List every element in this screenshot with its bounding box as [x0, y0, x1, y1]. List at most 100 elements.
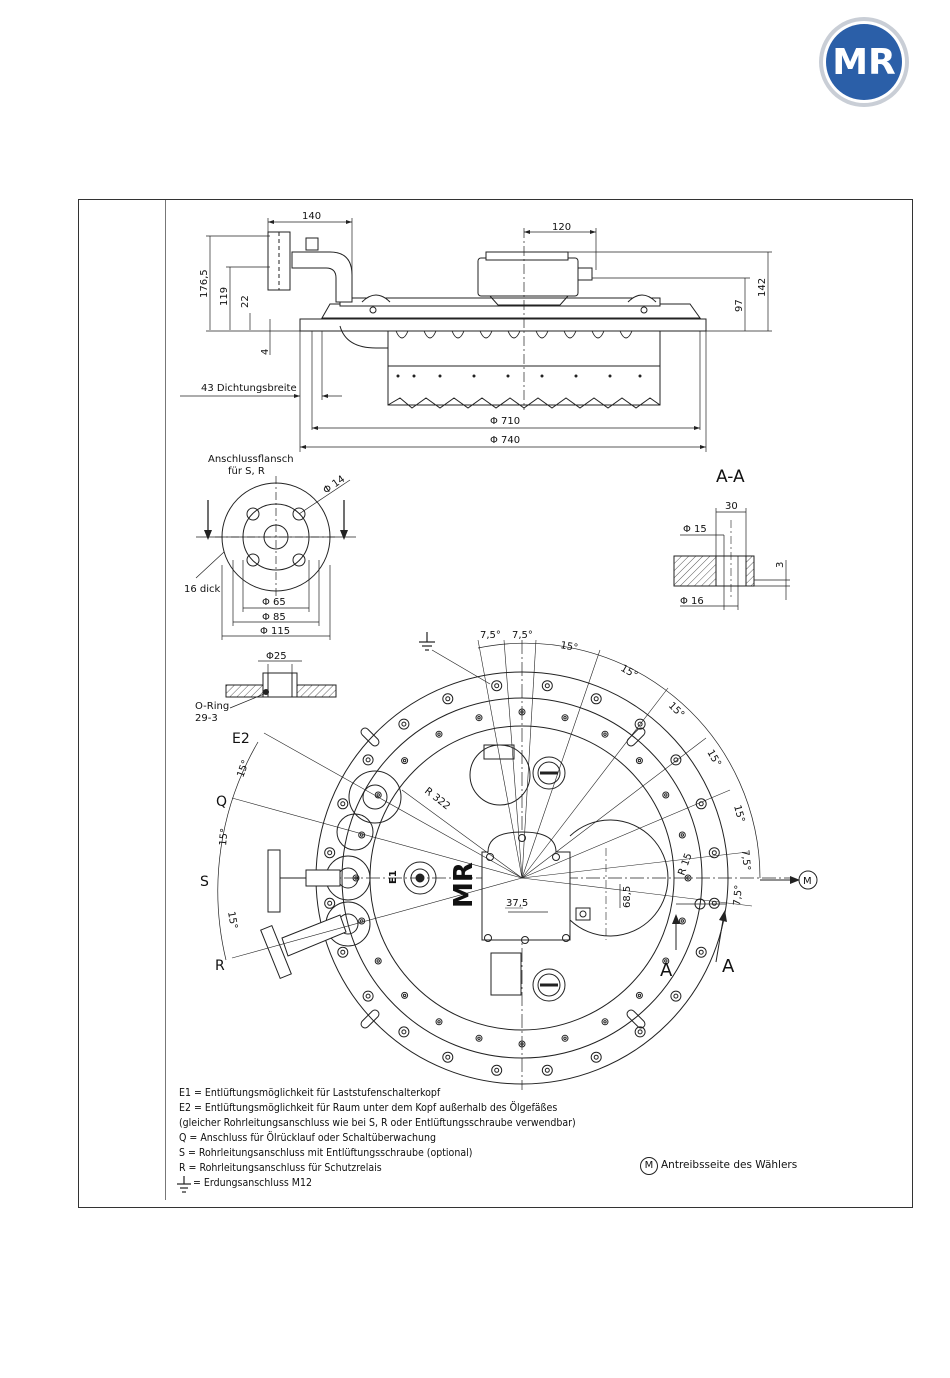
- bolt-hole-center: [711, 850, 717, 856]
- legend-e2: E2 = Entlüftungsmöglichkeit für Raum unt…: [179, 1102, 558, 1114]
- section-dim-3: 3: [775, 562, 786, 568]
- bolt-hole: [401, 757, 409, 765]
- flange-title-1: Anschlussflansch: [208, 454, 294, 465]
- bolt-hole: [678, 831, 686, 839]
- bolt-hole: [442, 693, 454, 705]
- label-a-right: A: [722, 956, 735, 977]
- bolt-hole-center: [698, 801, 704, 807]
- bolt-hole-center: [673, 993, 679, 999]
- bolt-hole-center: [401, 721, 407, 727]
- flange-dia-115: Φ 115: [260, 626, 290, 637]
- bolt-hole-center: [494, 1067, 500, 1073]
- plan-view: MR: [200, 630, 818, 1090]
- bolt-hole: [475, 1034, 483, 1042]
- flange-thickness: 16 dick: [184, 584, 221, 595]
- bolt-hole-center: [637, 993, 642, 998]
- label-m: M: [803, 876, 812, 887]
- legend-q: Q = Anschluss für Ölrücklauf oder Schalt…: [179, 1132, 436, 1144]
- seal-width-label: 43 Dichtungsbreite: [201, 383, 297, 394]
- bolt-hole-center: [520, 710, 524, 714]
- flange-dia-85: Φ 85: [262, 612, 286, 623]
- bolt-hole: [475, 714, 483, 722]
- bolt-hole: [337, 798, 349, 810]
- oring-label-1: O-Ring: [195, 701, 229, 712]
- bolt-hole: [324, 897, 336, 909]
- bolt-hole: [662, 791, 670, 799]
- bolt-hole: [678, 917, 686, 925]
- bolt-hole: [362, 990, 374, 1002]
- dim-120: 120: [552, 222, 571, 233]
- dim-97: 97: [734, 299, 745, 312]
- bolt-hole-center: [327, 850, 333, 856]
- legend-e2-note: (gleicher Rohrleitungsanschluss wie bei …: [179, 1117, 576, 1129]
- bolt-hole: [590, 1051, 602, 1063]
- angle-15-e: 15°: [731, 804, 746, 824]
- bolt-hole: [695, 946, 707, 958]
- section-dim-30: 30: [725, 501, 738, 512]
- legend: E1 = Entlüftungsmöglichkeit für Laststuf…: [179, 1086, 576, 1191]
- flange-detail: Anschlussflansch für S, R Φ 14 16 dick Φ…: [184, 454, 356, 724]
- legend-s: S = Rohrleitungsanschluss mit Entlüftung…: [179, 1147, 473, 1159]
- bolt-hole-center: [637, 721, 643, 727]
- bolt-hole: [601, 730, 609, 738]
- bolt-hole: [337, 946, 349, 958]
- dim-37-5: 37,5: [506, 898, 528, 909]
- dim-22: 22: [240, 295, 251, 308]
- bolt-hole-center: [686, 876, 690, 880]
- bolt-hole-center: [544, 683, 550, 689]
- angle-15-h: 15°: [225, 911, 239, 930]
- section-title: A-A: [716, 467, 745, 487]
- bolt-hole: [435, 1018, 443, 1026]
- angle-7-5-d: 7,5°: [732, 884, 745, 906]
- bolt-hole: [561, 714, 569, 722]
- angle-15-f: 15°: [235, 759, 251, 779]
- bolt-hole-center: [563, 716, 567, 720]
- bolt-hole-center: [327, 900, 333, 906]
- angle-7-5-a: 7,5°: [480, 630, 501, 641]
- flange-hole-dia: Φ 14: [321, 474, 347, 497]
- oring-dia: Φ25: [266, 651, 287, 662]
- mr-logo: MR: [819, 17, 909, 107]
- section-dia-15: Φ 15: [683, 524, 707, 535]
- bolt-hole-center: [402, 758, 407, 763]
- bolt-hole: [695, 798, 707, 810]
- dia-710: Φ 710: [490, 416, 520, 427]
- label-e1: E1: [388, 870, 399, 884]
- bolt-hole: [662, 957, 670, 965]
- bolt-hole-center: [445, 696, 451, 702]
- bolt-hole-center: [593, 696, 599, 702]
- bolt-hole-center: [477, 716, 481, 720]
- bolt-hole-center: [637, 758, 642, 763]
- bolt-hole: [398, 1026, 410, 1038]
- bolt-hole-center: [437, 732, 441, 736]
- bolt-hole-center: [603, 1020, 607, 1024]
- bolt-hole-center: [563, 1036, 567, 1041]
- bolt-hole-center: [354, 876, 358, 880]
- angle-15-g: 15°: [218, 828, 231, 847]
- angle-15-a: 15°: [559, 640, 578, 654]
- legend-earth: = Erdungsanschluss M12: [193, 1177, 312, 1189]
- bolt-hole: [401, 991, 409, 999]
- bolt-hole: [601, 1018, 609, 1026]
- bolt-hole-center: [603, 732, 607, 736]
- bolt-hole-center: [376, 959, 380, 963]
- dim-176-5: 176,5: [199, 269, 210, 298]
- bolt-hole: [634, 718, 646, 730]
- bolt-hole-center: [673, 757, 679, 763]
- bolt-hole-center: [664, 793, 668, 797]
- bolt-hole: [374, 791, 382, 799]
- drawing-frame: [78, 199, 913, 1208]
- angle-15-d: 15°: [704, 748, 722, 769]
- bolt-hole-center: [637, 1029, 643, 1035]
- bolt-hole: [324, 847, 336, 859]
- label-e2: E2: [232, 731, 250, 747]
- bolt-hole-center: [494, 683, 500, 689]
- section-dia-16: Φ 16: [680, 596, 704, 607]
- m-symbol: M: [640, 1157, 658, 1175]
- bolt-hole: [442, 1051, 454, 1063]
- label-r: R: [215, 958, 225, 974]
- section-a-a: A-A 30 Φ 15 Φ 16 3: [673, 467, 790, 610]
- bolt-hole-center: [445, 1054, 451, 1060]
- bolt-hole: [518, 708, 526, 716]
